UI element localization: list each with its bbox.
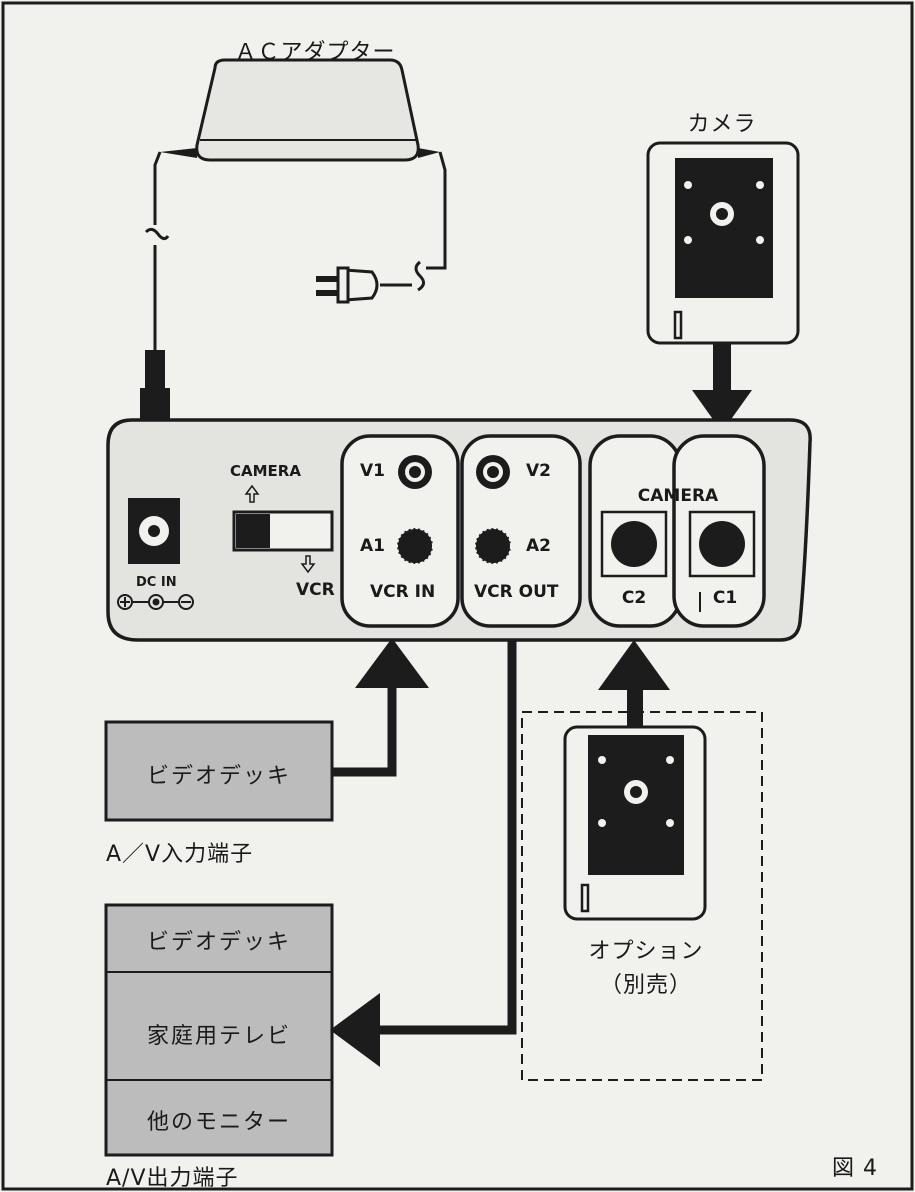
adapter-cable-right bbox=[380, 151, 447, 292]
arrow-camera-to-c1 bbox=[692, 343, 752, 432]
adapter-cable-left bbox=[144, 151, 170, 350]
switch-camera-label: CAMERA bbox=[230, 462, 301, 480]
input-vcr-label: ビデオデッキ bbox=[146, 764, 292, 789]
output-item-monitor: 他のモニター bbox=[146, 1110, 292, 1135]
ac-adapter bbox=[160, 58, 440, 162]
output-item-vcr: ビデオデッキ bbox=[146, 930, 292, 955]
v1-label: V1 bbox=[360, 461, 385, 481]
camera-unit bbox=[646, 141, 800, 345]
output-caption: A/V出力端子 bbox=[106, 1166, 239, 1191]
switch-vcr-label: VCR bbox=[296, 580, 335, 600]
a2-label: A2 bbox=[526, 536, 551, 556]
c1-label: C1 bbox=[712, 588, 738, 608]
output-item-tv: 家庭用テレビ bbox=[146, 1024, 292, 1049]
option-label: オプション bbox=[588, 939, 704, 964]
camera-group-label: CAMERA bbox=[637, 486, 719, 506]
vcr-out-label: VCR OUT bbox=[474, 582, 559, 602]
arrow-vcr-to-vcr-in bbox=[332, 638, 429, 777]
option-camera-group bbox=[521, 711, 763, 1081]
option-sold-separately: （別売） bbox=[599, 973, 693, 998]
ac-adapter-label: ＡＣアダプター bbox=[234, 40, 396, 65]
v2-label: V2 bbox=[526, 461, 551, 481]
a1-label: A1 bbox=[360, 536, 385, 556]
input-vcr-box bbox=[104, 720, 334, 822]
input-caption: A／V入力端子 bbox=[106, 842, 254, 867]
wall-plug bbox=[316, 266, 379, 304]
device-panel bbox=[106, 418, 812, 642]
c2-label: C2 bbox=[621, 588, 647, 608]
dc-in-label: DC IN bbox=[136, 575, 177, 590]
arrow-vcr-out-to-output bbox=[330, 640, 517, 1067]
output-devices-box bbox=[104, 903, 334, 1157]
figure-label: 図 4 bbox=[832, 1156, 878, 1181]
arrow-option-to-c2 bbox=[598, 640, 670, 728]
vcr-in-label: VCR IN bbox=[370, 582, 436, 602]
camera-label: カメラ bbox=[687, 112, 757, 137]
